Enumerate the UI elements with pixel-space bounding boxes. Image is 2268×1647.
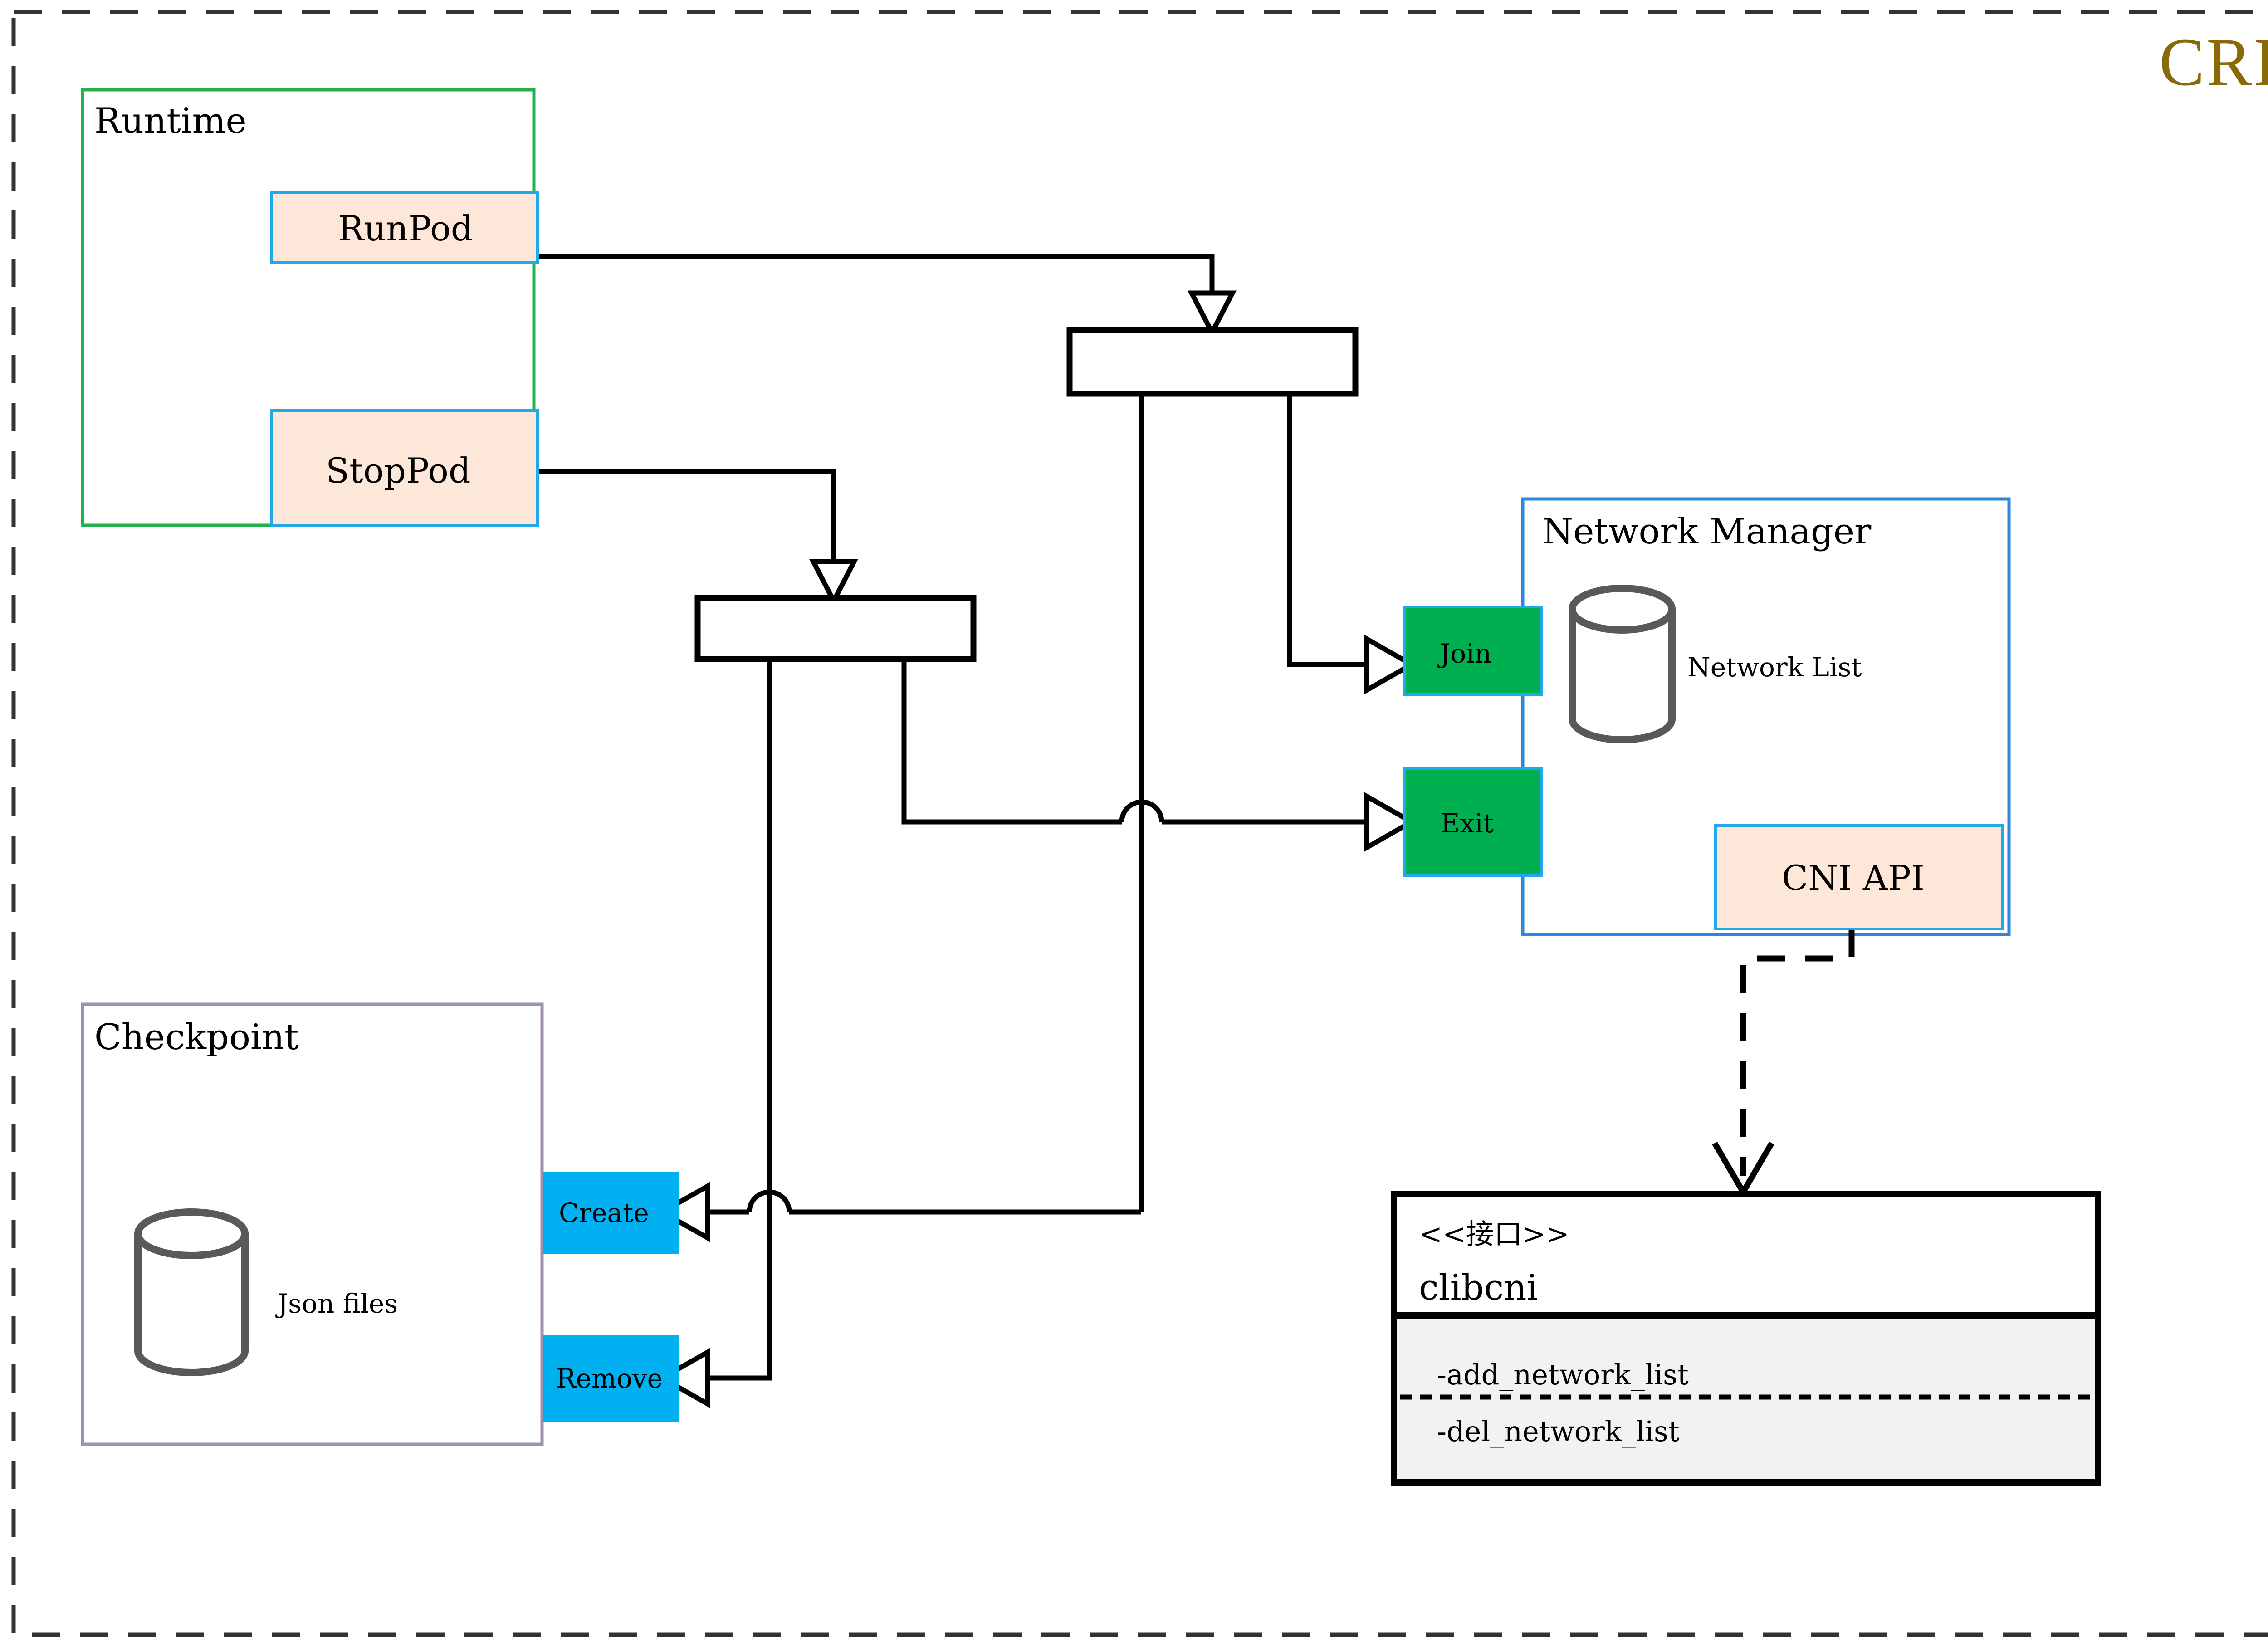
node-exit-box[interactable]: [1403, 767, 1543, 877]
node-cni-api-box[interactable]: [1714, 824, 2004, 930]
node-label-exit[interactable]: Exit: [1441, 808, 1494, 839]
node-label-stoppod[interactable]: StopPod: [326, 450, 471, 491]
line-hop-exit: [1119, 799, 1164, 822]
node-label-remove[interactable]: Remove: [556, 1363, 663, 1394]
datastore-label-network-list: Network List: [1687, 652, 1862, 683]
arrowhead-remove: [657, 1348, 710, 1408]
group-label-network-manager: Network Manager: [1542, 511, 1872, 552]
group-label-checkpoint: Checkpoint: [94, 1017, 299, 1058]
node-label-create[interactable]: Create: [559, 1197, 649, 1228]
fork-bar-runpod: [1066, 327, 1359, 397]
node-create-box[interactable]: [543, 1172, 679, 1254]
edge-fork-to-exit: [901, 659, 1122, 825]
node-runpod-box[interactable]: [270, 191, 539, 264]
node-label-join[interactable]: Join: [1440, 638, 1492, 669]
edge-runpod-to-fork: [538, 254, 1215, 293]
interface-method-0: -add_network_list: [1437, 1358, 1689, 1391]
edge-fork-to-remove: [708, 659, 772, 1381]
network-list-cylinder-icon: [1569, 585, 1676, 743]
datastore-label-json-files: Json files: [278, 1288, 398, 1319]
interface-stereotype: <<接口>>: [1419, 1217, 1569, 1251]
json-files-cylinder-icon: [134, 1208, 249, 1376]
interface-name: clibcni: [1419, 1267, 1538, 1308]
node-label-cni-api[interactable]: CNI API: [1782, 858, 1925, 898]
arrowhead-fork-top: [1187, 290, 1237, 338]
arrowhead-join: [1364, 634, 1417, 695]
fork-bar-stoppod: [694, 595, 977, 662]
edge-fork-to-join: [1287, 394, 1366, 667]
node-stoppod-box[interactable]: [270, 409, 539, 527]
interface-box-header: [1391, 1191, 2101, 1319]
interface-method-1: -del_network_list: [1437, 1415, 1680, 1448]
node-remove-box[interactable]: [543, 1335, 679, 1422]
page-title: CRI: [2159, 24, 2268, 100]
page-frame: [11, 10, 2268, 1637]
node-label-runpod[interactable]: RunPod: [338, 208, 473, 249]
group-label-runtime: Runtime: [94, 101, 247, 142]
arrowhead-create: [657, 1182, 710, 1242]
arrowhead-exit: [1364, 792, 1417, 852]
edge-cniapi-to-clibcni: [1740, 929, 1855, 1176]
node-join-box[interactable]: [1403, 606, 1543, 696]
arrowhead-fork-bottom: [809, 559, 859, 606]
edge-stoppod-to-fork: [538, 469, 836, 562]
